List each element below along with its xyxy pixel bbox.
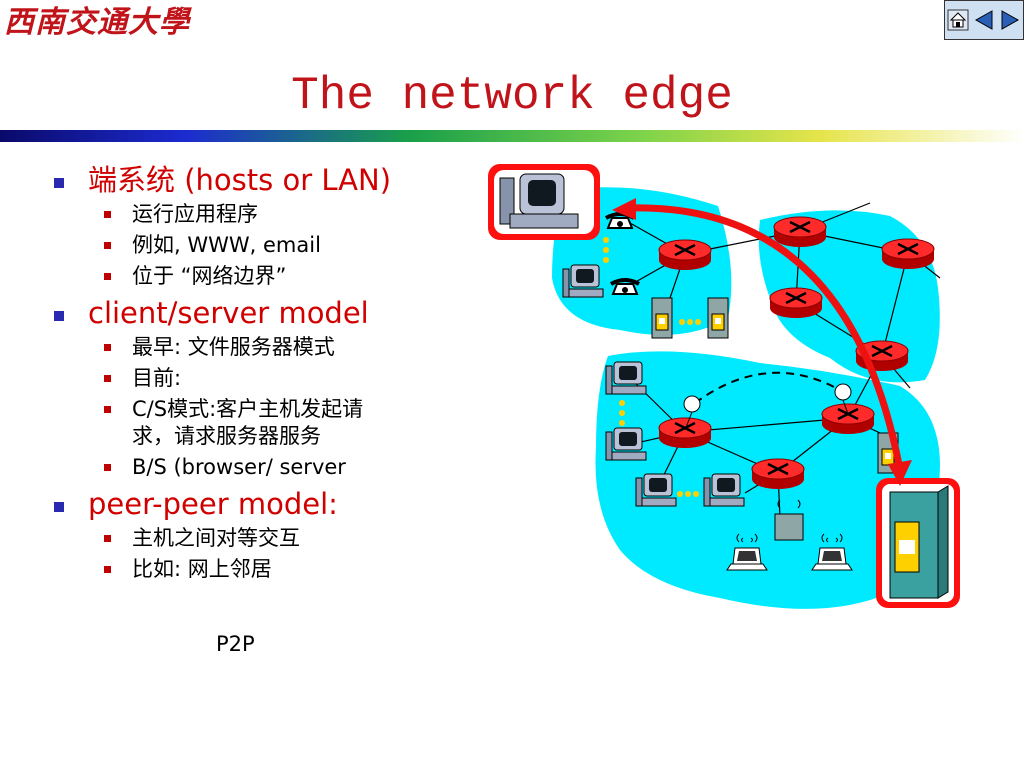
bullet-cs-sub3: C/S模式:客户主机发起请 [48,397,478,422]
router-icon [657,416,713,450]
bullet-end-systems: 端系统 (hosts or LAN) [48,162,478,198]
router-icon [750,457,806,491]
bullet-peer-peer: peer-peer model: [48,486,478,522]
bullet-p2p-sub1: 主机之间对等交互 [48,526,478,551]
router-icon [657,238,713,272]
bullet-cs-sub4: B/S (browser/ server [48,455,478,480]
computer-icon [703,473,745,507]
triangle-left-icon [974,10,993,30]
computer-icon [562,264,604,298]
bullet-end-sub3: 位于 “网络边界” [48,264,478,289]
router-icon [772,215,828,249]
highlighted-server [876,478,960,608]
bullet-cs-sub2: 目前: [48,366,478,391]
slide-navigation [944,0,1024,40]
router-icon [880,237,936,271]
previous-slide-button[interactable] [973,5,995,35]
triangle-right-icon [1001,10,1020,30]
server-icon [707,297,729,339]
bullet-end-sub2: 例如, WWW, email [48,233,478,258]
computer-icon [605,427,647,461]
router-icon [768,286,824,320]
antenna-icon [683,383,852,431]
bullet-p2p-sub2: 比如: 网上邻居 [48,557,478,582]
bullet-cs-sub3-continued: 求，请求服务器服务 [132,424,321,448]
university-logo: 西南交通大學 [4,5,190,40]
bullet-end-sub1: 运行应用程序 [48,202,478,227]
bullet-cs-sub1: 最早: 文件服务器模式 [48,335,478,360]
bullet-list: 端系统 (hosts or LAN) 运行应用程序 例如, WWW, email… [48,160,478,588]
server-icon [651,297,673,339]
highlighted-client-host [488,164,600,240]
home-button[interactable] [947,5,969,35]
computer-icon [605,361,647,395]
router-icon [820,402,876,436]
wireless-link-dashed [694,371,846,404]
request-arrow [612,198,912,486]
gradient-divider [0,130,1024,142]
bullet-client-server: client/server model [48,295,478,331]
home-icon [947,9,969,31]
computer-icon [635,473,677,507]
network-edge-diagram [488,164,960,609]
slide-title: The network edge [291,70,733,122]
p2p-label: P2P [216,632,255,656]
next-slide-button[interactable] [999,5,1021,35]
base-station-icon [774,499,804,541]
ellipsis-dots [603,237,701,497]
